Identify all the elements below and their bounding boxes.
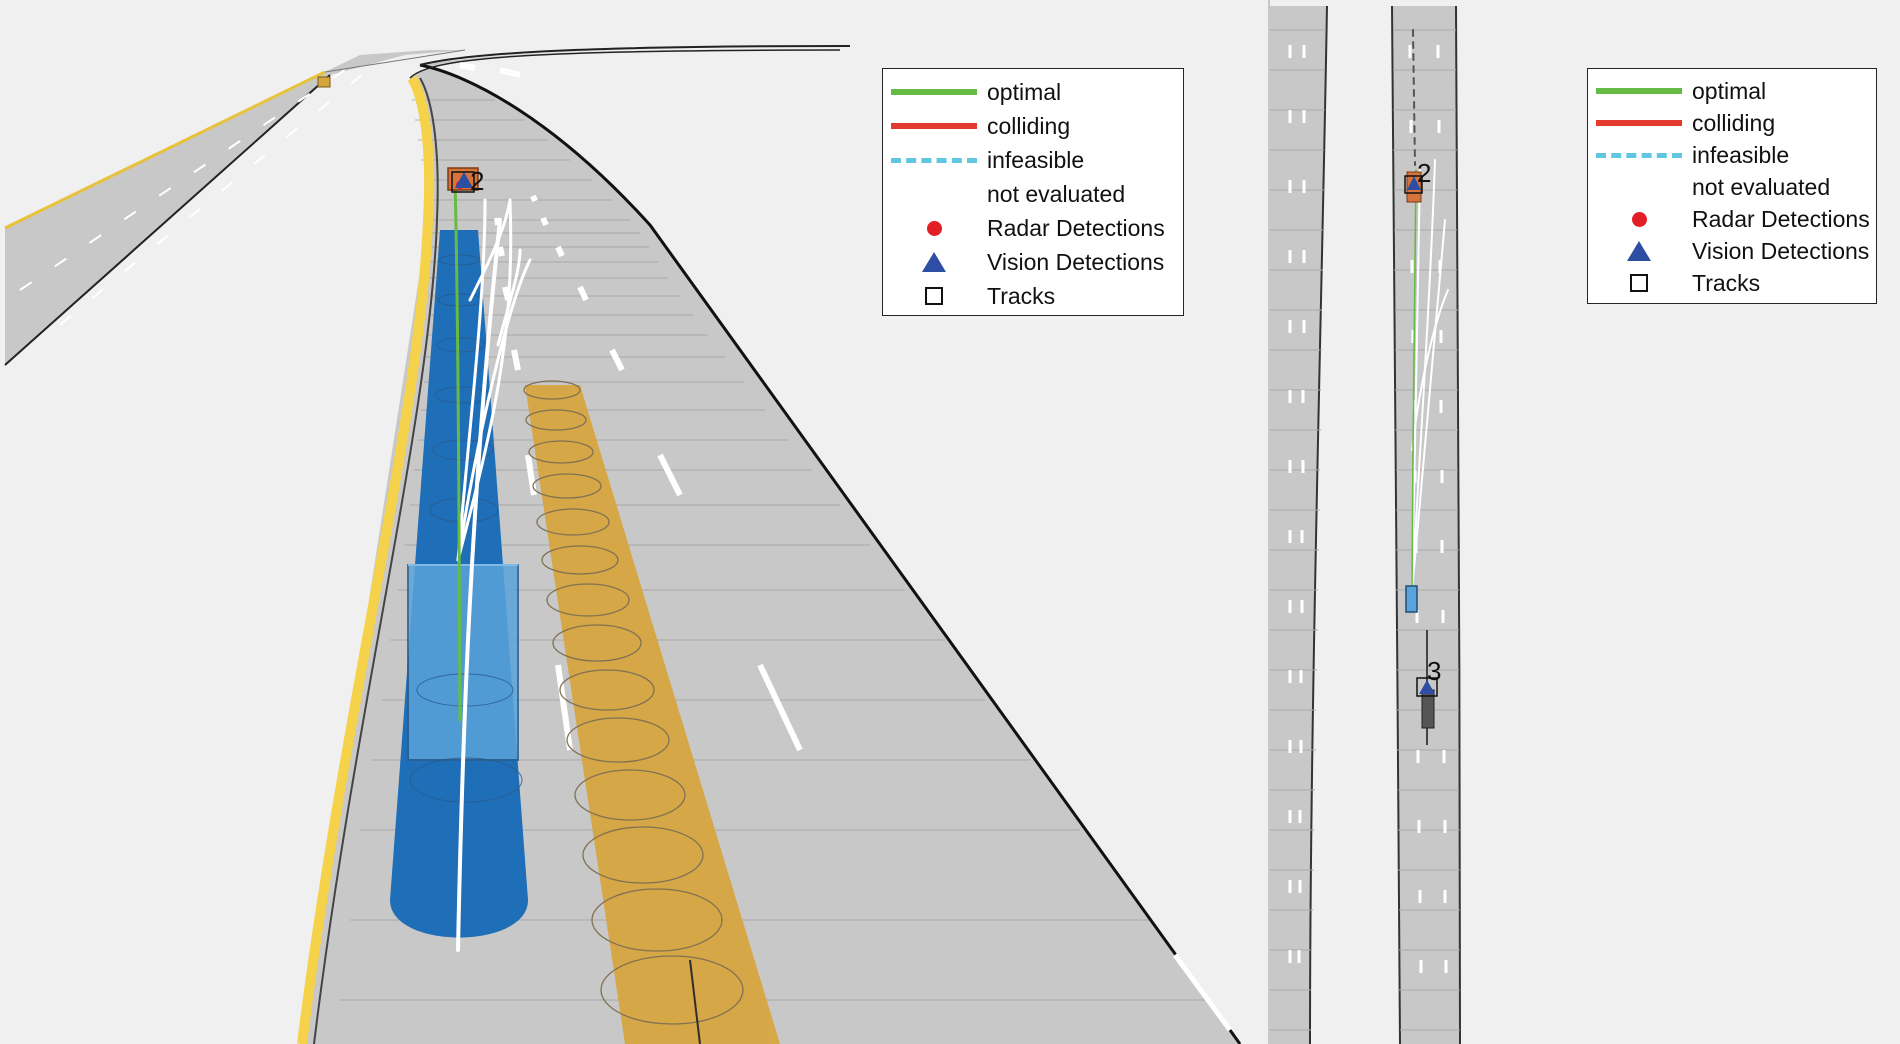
distant-road-edge (4, 74, 331, 366)
track-marker (451, 171, 475, 193)
legend-label: not evaluated (987, 180, 1126, 207)
legend-label: Radar Detections (1692, 205, 1870, 232)
track-id-label: 3 (1427, 656, 1441, 686)
road-continuation (409, 49, 841, 79)
legend: optimal colliding infeasible not evaluat… (1587, 68, 1877, 304)
trajectory-not-evaluated (456, 198, 513, 562)
distant-vehicle (317, 76, 331, 88)
legend-label: Radar Detections (987, 214, 1165, 241)
left-road-edge-yellow (297, 75, 435, 1044)
radar-dot-icon (926, 220, 942, 236)
track-marker (1404, 175, 1423, 194)
bev-left-lane-markings (1288, 45, 1306, 963)
legend-label: Tracks (987, 282, 1056, 309)
trajectory-not-evaluated (1411, 289, 1449, 451)
bev-lead-vehicle-group: 2 (1404, 158, 1431, 203)
legend-label: optimal (1692, 77, 1767, 104)
trajectory-optimal (1411, 169, 1417, 591)
legend-label: Vision Detections (1692, 237, 1870, 264)
legend-entry-infeasible: infeasible (1594, 139, 1868, 171)
bev-main-road (1392, 6, 1460, 1044)
track-id-label: 2 (470, 166, 484, 196)
right-road-edge (419, 63, 1242, 1044)
trajectory-not-evaluated (456, 258, 532, 562)
legend-entry-not-evaluated: not evaluated (1594, 171, 1868, 203)
trajectory-not-evaluated (1411, 219, 1446, 591)
chase-view-panel[interactable]: 2 optimal colliding infeasible not evalu… (0, 0, 1270, 1044)
distant-road-edge (4, 70, 326, 230)
legend-label: infeasible (987, 146, 1085, 173)
vision-triangle-icon (922, 252, 946, 272)
bev-dark-trail (1412, 29, 1416, 166)
track-id-label: 2 (1417, 158, 1431, 188)
right-road-edge-white (1172, 953, 1233, 1032)
legend-entry-optimal: optimal (889, 75, 1175, 109)
legend-label: colliding (987, 112, 1071, 139)
track-marker (1416, 677, 1438, 697)
vision-detection (1407, 176, 1421, 190)
legend-label: optimal (987, 78, 1062, 105)
lane-markings (459, 62, 803, 752)
vision-detection (455, 172, 473, 188)
trajectory-optimal (453, 178, 462, 722)
legend-entry-vision: Vision Detections (1594, 235, 1870, 267)
trajectory-not-evaluated (468, 198, 512, 302)
legend-entry-vision: Vision Detections (889, 245, 1175, 279)
distant-road-edge (324, 49, 466, 73)
legend-entry-radar: Radar Detections (1594, 203, 1870, 235)
legend-entry-colliding: colliding (1594, 107, 1868, 139)
road-continuation (419, 45, 851, 66)
trajectory-not-evaluated (456, 218, 502, 952)
legend: optimal colliding infeasible not evaluat… (882, 68, 1184, 316)
legend-label: infeasible (1692, 141, 1790, 168)
legend-label: colliding (1692, 109, 1776, 136)
bev-main-road-grid (1393, 29, 1460, 1031)
birds-eye-view-plot: 2 3 (1270, 5, 1461, 1044)
legend-entry-infeasible: infeasible (889, 143, 1175, 177)
left-road-edge (313, 77, 439, 1044)
legend-entry-radar: Radar Detections (889, 211, 1175, 245)
bev-ego-vehicle (1405, 585, 1418, 613)
legend-entry-colliding: colliding (889, 109, 1175, 143)
bev-trajectories (1411, 29, 1449, 591)
legend-label: not evaluated (1692, 173, 1831, 200)
bev-trailing-vehicle-group: 3 (1416, 630, 1441, 745)
radar-dot-icon (1631, 211, 1647, 227)
bev-left-road (1270, 6, 1327, 1044)
distant-road (5, 50, 465, 365)
bev-left-road-grid (1270, 29, 1326, 1031)
vision-triangle-icon (1627, 241, 1651, 261)
legend-label: Vision Detections (987, 248, 1165, 275)
birds-eye-view-panel[interactable]: 2 3 optimal colliding inf (1270, 0, 1900, 1044)
trajectory-not-evaluated (456, 198, 487, 562)
legend-entry-tracks: Tracks (1594, 267, 1868, 299)
vision-detection (1419, 680, 1435, 694)
legend-label: Tracks (1692, 269, 1761, 296)
track-square-icon (1630, 274, 1648, 292)
trajectory-not-evaluated (496, 248, 522, 347)
legend-entry-optimal: optimal (1594, 75, 1868, 107)
track-square-icon (925, 287, 943, 305)
chase-view-plot: 2 (4, 45, 1242, 1044)
other-vehicle-coverage (523, 380, 780, 1044)
legend-entry-not-evaluated: not evaluated (889, 177, 1175, 211)
candidate-trajectories (453, 178, 532, 952)
lead-vehicle-group: 2 (447, 166, 484, 196)
legend-entry-tracks: Tracks (889, 279, 1175, 313)
